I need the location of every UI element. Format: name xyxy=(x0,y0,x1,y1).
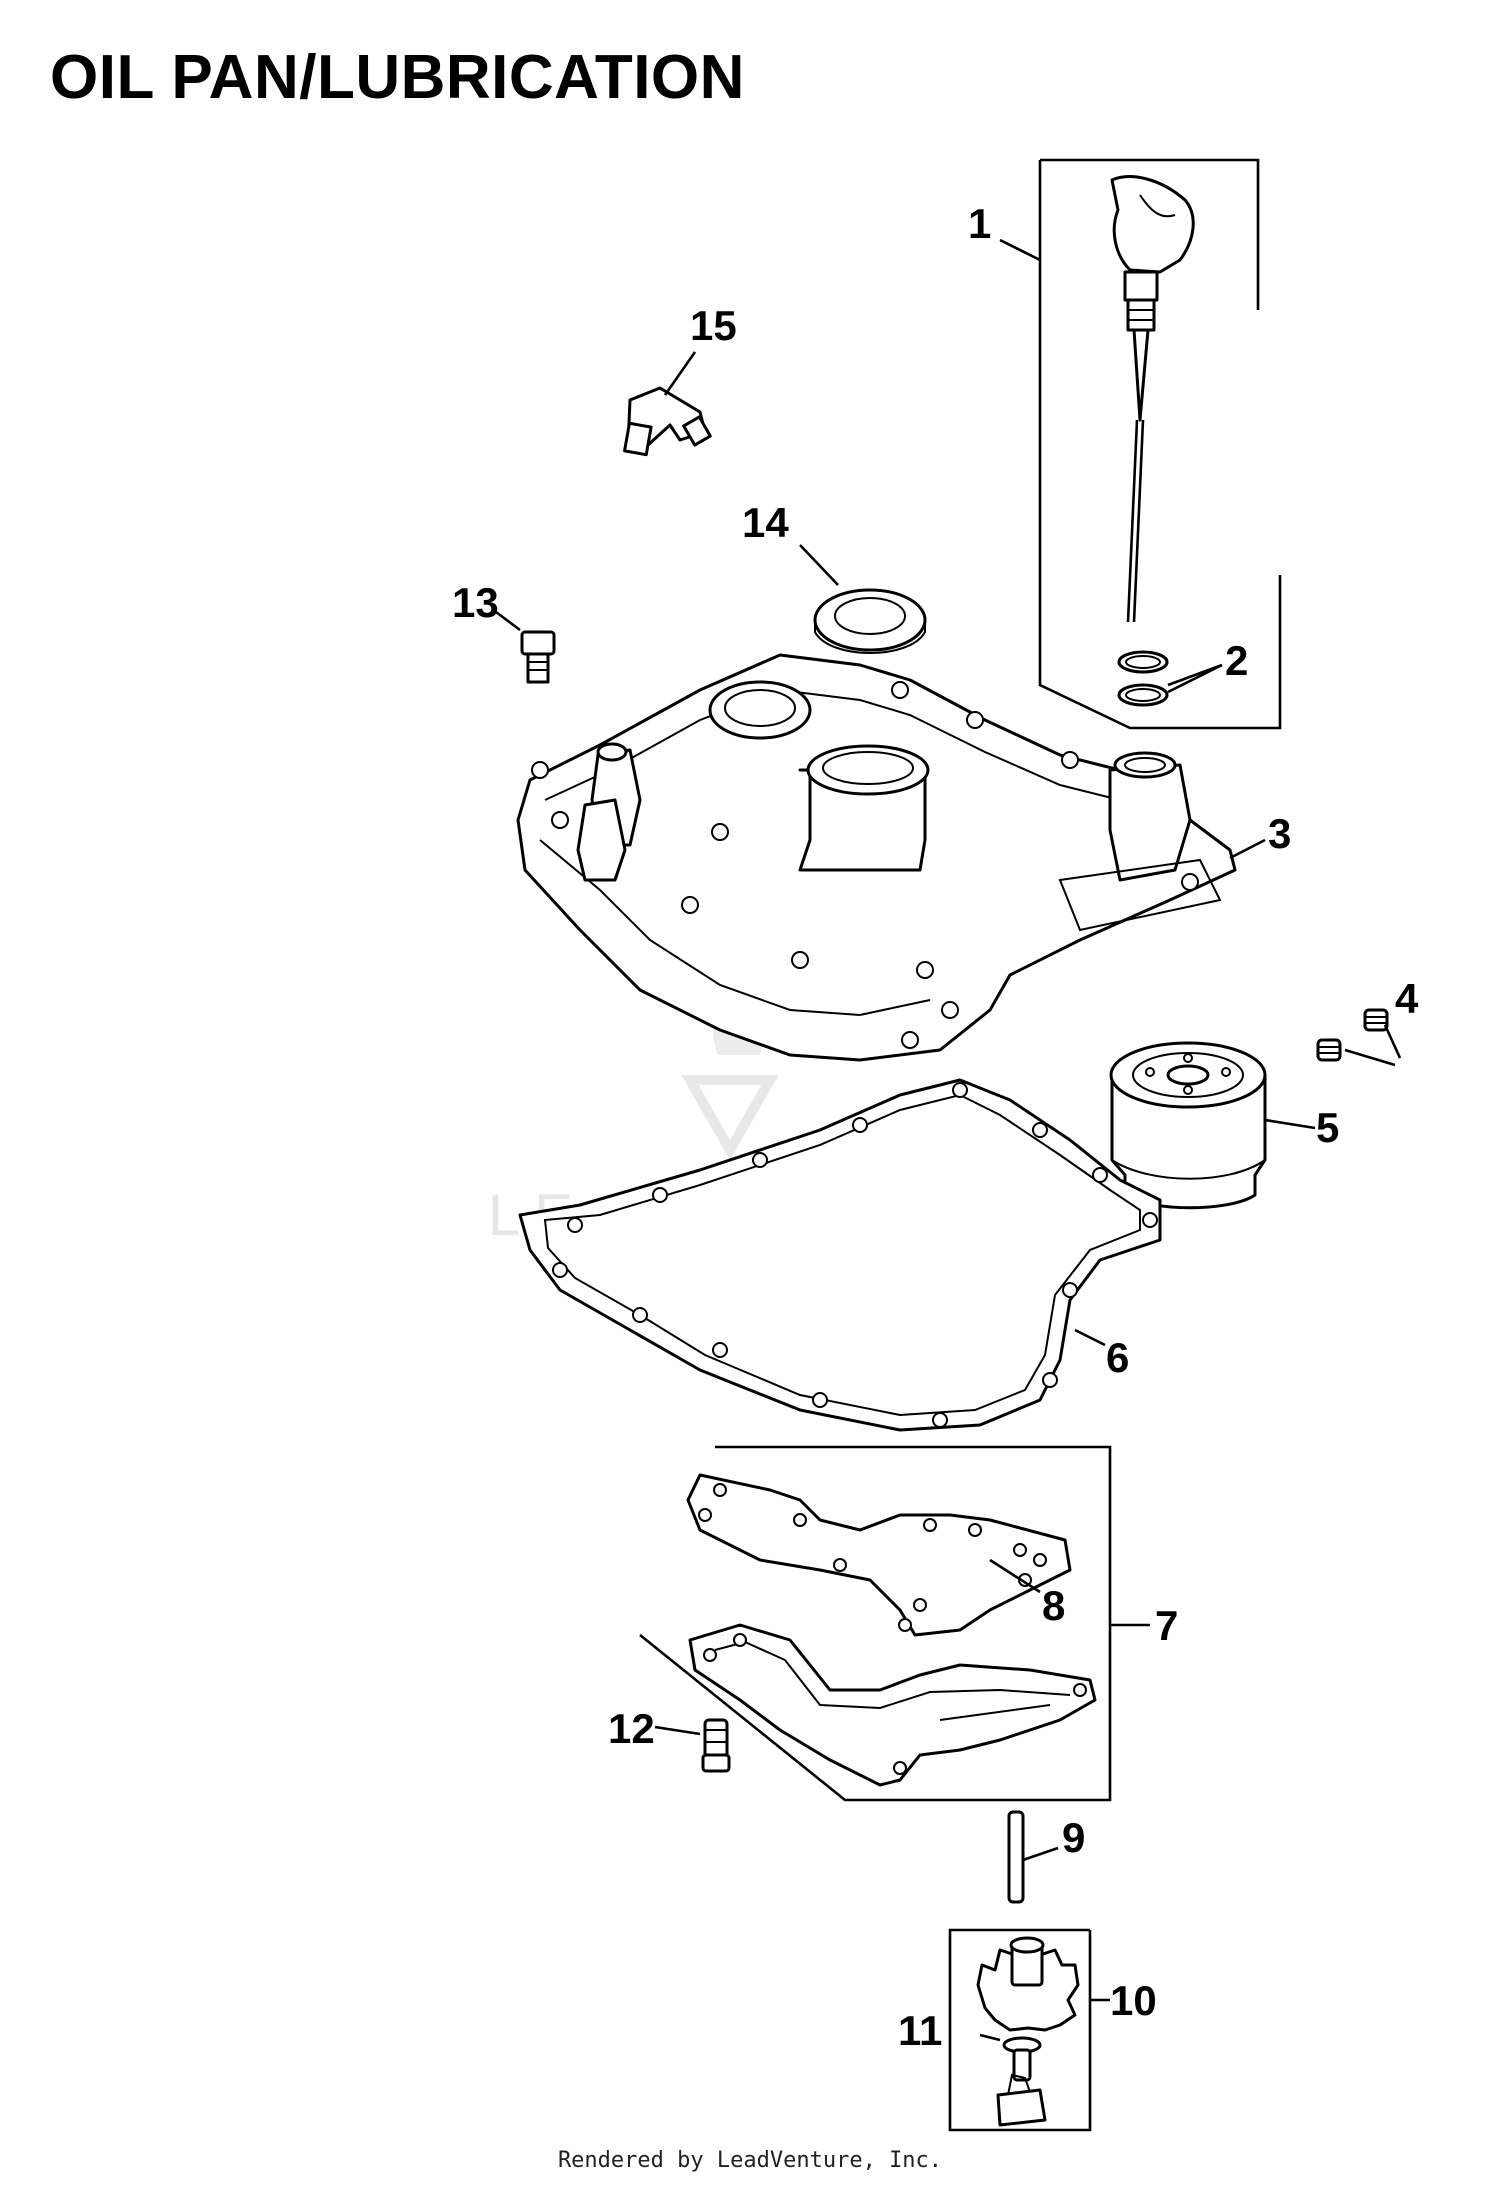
part-oil-filter[interactable] xyxy=(1109,1041,1267,1210)
callout-13: 13 xyxy=(452,579,499,626)
part-7-bracket xyxy=(639,1445,1112,1802)
callout-15: 15 xyxy=(690,302,737,349)
part-bolt-13[interactable] xyxy=(520,630,556,684)
callout-1: 1 xyxy=(968,200,991,247)
callout-8: 8 xyxy=(1042,1582,1065,1629)
callout-labels: 1 2 3 4 5 6 7 8 9 10 11 12 13 14 15 xyxy=(452,200,1419,2054)
callout-9: 9 xyxy=(1062,1814,1085,1861)
page-title: OIL PAN/LUBRICATION xyxy=(50,43,745,112)
callout-14: 14 xyxy=(742,499,789,546)
callout-11: 11 xyxy=(898,2007,942,2054)
callout-2: 2 xyxy=(1225,637,1248,684)
part-plate-gasket[interactable] xyxy=(686,1473,1072,1637)
callout-4: 4 xyxy=(1395,975,1419,1022)
part-oil-pan[interactable] xyxy=(516,653,1237,1062)
leader-lines xyxy=(495,238,1402,2042)
part-oil-seal[interactable] xyxy=(813,588,927,654)
part-oil-pump[interactable] xyxy=(948,1928,1092,2132)
callout-10: 10 xyxy=(1110,1977,1157,2024)
callout-12: 12 xyxy=(608,1705,655,1752)
callout-3: 3 xyxy=(1268,810,1291,857)
callout-5: 5 xyxy=(1316,1104,1339,1151)
part-plugs[interactable] xyxy=(1316,1008,1389,1062)
part-pin[interactable] xyxy=(1007,1810,1025,1904)
footer-credit: Rendered by LeadVenture, Inc. xyxy=(557,2148,943,2173)
part-plate[interactable] xyxy=(688,1623,1097,1787)
part-elbow-fitting[interactable] xyxy=(623,386,712,457)
part-dipstick[interactable] xyxy=(1038,158,1282,730)
part-pan-gasket[interactable] xyxy=(518,1078,1162,1432)
part-bolt-12[interactable] xyxy=(701,1718,731,1773)
callout-6: 6 xyxy=(1106,1334,1129,1381)
part-o-rings[interactable] xyxy=(1117,650,1169,707)
callout-7: 7 xyxy=(1155,1602,1178,1649)
